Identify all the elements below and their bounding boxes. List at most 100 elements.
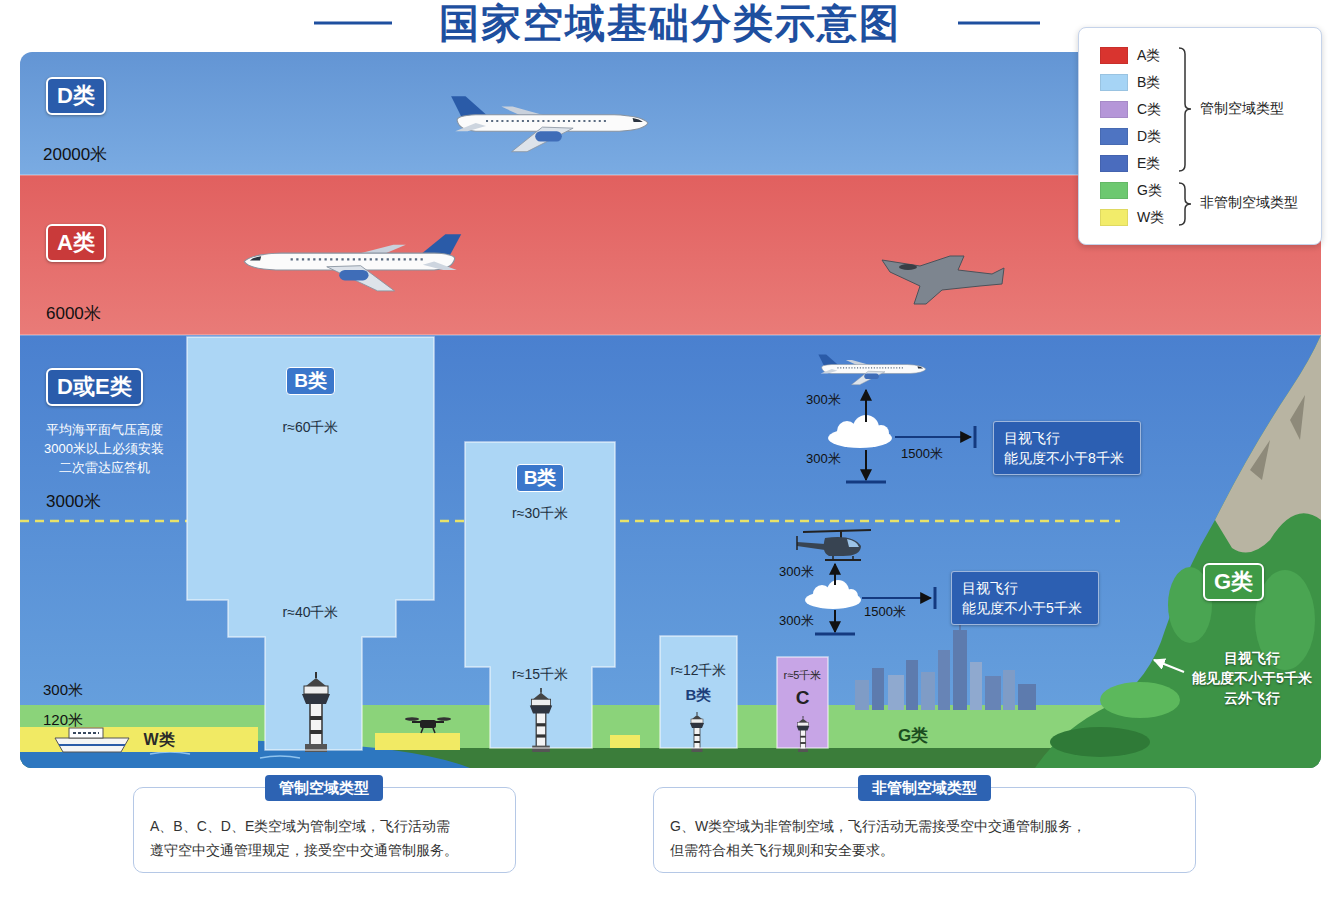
panel-node: 非管制空域类型G、W类空域为非管制空域，飞行活动无需接受空中交通管制服务， 但需… <box>653 787 1196 873</box>
region-text-anchor: r≈12千米 <box>660 661 737 679</box>
region-text: r≈5千米 <box>784 668 822 682</box>
label-anchor: 300米 <box>779 613 814 629</box>
label-anchor: 300米 <box>806 451 841 467</box>
region-text: r≈30千米 <box>512 504 568 522</box>
region-outline <box>187 337 434 750</box>
legend-brackets-part <box>1179 48 1191 171</box>
annotation-label: 300米 <box>779 564 814 580</box>
legend-brackets-part <box>1179 183 1191 225</box>
title-rules-part <box>958 22 1040 25</box>
mountain <box>1035 335 1321 768</box>
region-text: C <box>796 687 810 709</box>
legend-entry-anchor: G类 <box>1137 181 1162 200</box>
mountain-part <box>1035 335 1321 768</box>
label-anchor: 1500米 <box>864 604 906 620</box>
separation-dimensions-part <box>846 481 886 484</box>
region-text-anchor: B类 <box>187 367 434 395</box>
region-outline-shape <box>187 337 434 750</box>
callout-text: 目视飞行 能见度不小于5千米 <box>962 578 1088 618</box>
region-node: r≈5千米 C <box>777 657 828 748</box>
annotation-label: G类 <box>898 726 928 746</box>
cloud-part <box>873 425 889 441</box>
label-anchor: 管制空域类型 <box>1200 99 1284 118</box>
legend-panel: A类B类C类D类E类G类W类 <box>1078 27 1322 245</box>
region-text-anchor: r≈40千米 <box>187 603 434 621</box>
callout-node: 目视飞行 能见度不小于8千米 <box>993 421 1141 475</box>
airliner <box>818 354 926 384</box>
label-anchor: G类 <box>898 726 928 746</box>
label-anchor: 300米 <box>43 681 83 699</box>
label-anchor: 3000米 <box>46 492 101 512</box>
panel-body: G、W类空域为非管制空域，飞行活动无需接受空中交通管制服务， 但需符合相关飞行规… <box>670 814 1179 862</box>
annotation-label: 300米 <box>806 392 841 408</box>
region-outline-shape <box>777 657 828 748</box>
badge-node: A类 <box>46 224 106 262</box>
drone-part <box>421 728 423 733</box>
separation-dimensions-part <box>974 426 977 448</box>
legend-swatch <box>1100 155 1128 172</box>
boat <box>55 728 129 752</box>
label-anchor: 目视飞行 能见度不小于5千米 云外飞行 <box>1186 648 1318 708</box>
helicopter-part <box>832 556 834 560</box>
separation-dimensions-part <box>865 450 867 480</box>
legend-swatch <box>1100 128 1128 145</box>
helicopter-part <box>852 556 854 560</box>
airliner <box>451 96 648 151</box>
city-skyline-part <box>906 660 918 710</box>
legend-text: B类 <box>1137 73 1160 92</box>
label-anchor: 6000米 <box>46 304 101 324</box>
legend-entry-anchor: B类 <box>1137 73 1160 92</box>
separation-dimensions-part <box>934 587 937 609</box>
drone-part <box>405 717 419 721</box>
callout-text: 目视飞行 能见度不小于8千米 <box>1004 428 1130 468</box>
helicopter-part <box>840 531 842 538</box>
airliner <box>244 234 461 291</box>
region-text-anchor: B类 <box>465 464 615 492</box>
helicopter-part <box>824 537 861 556</box>
separation-dimensions-part <box>865 390 867 422</box>
legend-swatch <box>1100 74 1128 91</box>
helicopter-part <box>803 530 871 532</box>
legend-text: G类 <box>1137 181 1162 200</box>
control-tower <box>530 688 552 752</box>
helicopter-part <box>797 542 825 550</box>
cloud-part <box>844 589 858 603</box>
mountain-part <box>1215 335 1321 553</box>
w-zone-bar <box>375 733 460 750</box>
city-skyline-part <box>1003 670 1015 710</box>
legend-entry-anchor: W类 <box>1137 208 1164 227</box>
separation-dimensions-part <box>815 633 855 636</box>
panel-heading-anchor: 非管制空域类型 <box>654 775 1194 801</box>
boat-part <box>73 732 99 734</box>
legend-text: C类 <box>1137 100 1161 119</box>
pointer-arrow <box>1154 660 1184 672</box>
region-text-anchor: r≈60千米 <box>187 418 434 436</box>
region-text: B类 <box>516 464 565 492</box>
annotation-label: 管制空域类型 <box>1200 99 1284 118</box>
badge-node: D类 <box>46 77 106 115</box>
city-skyline <box>855 614 1036 710</box>
mountain-part <box>1100 682 1180 718</box>
label-anchor: 20000米 <box>43 145 107 165</box>
panel-heading: 非管制空域类型 <box>858 775 991 801</box>
annotation-label: 300米 <box>806 451 841 467</box>
region-node: B类 r≈60千米 r≈40千米 <box>187 337 434 750</box>
label-anchor: 300米 <box>779 564 814 580</box>
city-skyline-part <box>872 668 884 710</box>
boat-part <box>69 728 103 738</box>
region-outline-shape <box>660 636 737 748</box>
separation-dimensions-part <box>862 597 931 599</box>
region-text-anchor: r≈15千米 <box>465 665 615 683</box>
airspace-scene-part <box>20 334 1321 336</box>
region-text: r≈12千米 <box>671 661 727 679</box>
mountain-part <box>1050 727 1150 757</box>
helicopter-part <box>847 539 859 547</box>
annotation-label: 3000米 <box>46 492 101 512</box>
panel-heading: 管制空域类型 <box>265 775 383 801</box>
region-outline-shape <box>465 442 615 748</box>
cloud <box>805 580 861 609</box>
annotation-label: 平均海平面气压高度 3000米以上必须安装 二次雷达应答机 <box>36 420 172 477</box>
cloud <box>828 415 892 448</box>
city-skyline-part <box>953 630 967 710</box>
